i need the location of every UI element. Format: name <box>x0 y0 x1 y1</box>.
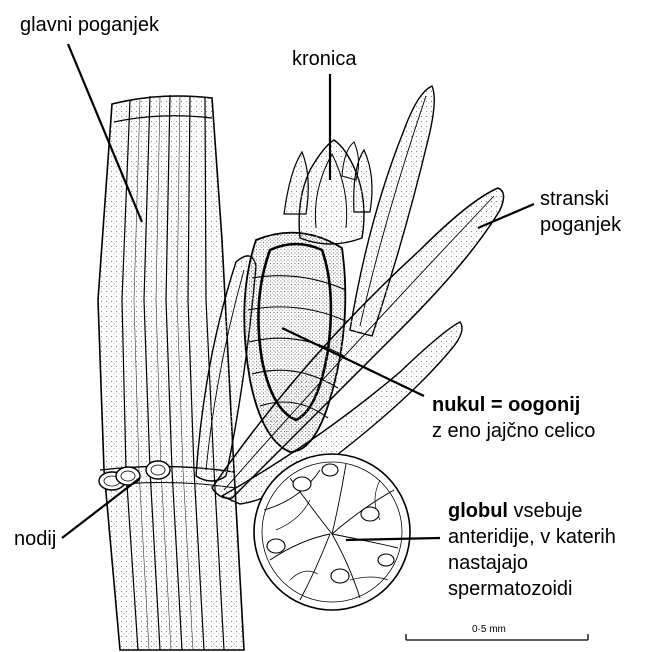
label-nodij: nodij <box>14 526 56 552</box>
label-globul-bold: globul <box>448 500 508 522</box>
label-nukul: nukul = oogonij <box>432 392 580 418</box>
label-glavni-poganjek: glavni poganjek <box>20 12 159 38</box>
label-globul-line4: spermatozoidi <box>448 576 573 602</box>
label-kronica: kronica <box>292 46 356 72</box>
label-globul: globul vsebuje <box>448 498 582 524</box>
label-globul-line3: nastajajo <box>448 550 528 576</box>
label-globul-line2: anteridije, v katerih <box>448 524 616 550</box>
label-nukul-line2: z eno jajčno celico <box>432 418 595 444</box>
label-stranski-line1: stranski <box>540 186 609 212</box>
corona <box>284 140 372 244</box>
label-nukul-bold: nukul = oogonij <box>432 394 580 416</box>
label-globul-rest: vsebuje <box>508 500 583 522</box>
scale-bar-label: 0·5 mm <box>472 624 506 635</box>
label-stranski-line2: poganjek <box>540 212 621 238</box>
globule <box>254 454 410 610</box>
